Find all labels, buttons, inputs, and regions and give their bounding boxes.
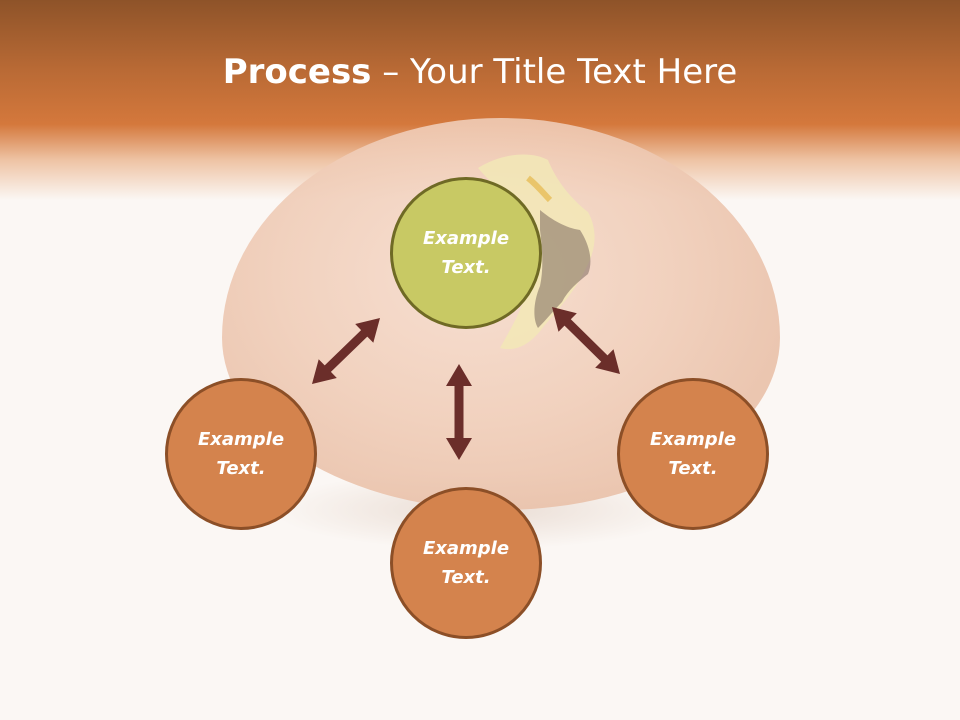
- node-top-label: Example Text.: [422, 228, 510, 278]
- node-right-label: Example Text.: [649, 429, 737, 479]
- arrow-center-vertical: [446, 364, 472, 460]
- arrow-group: [312, 307, 620, 460]
- node-left-label: Example Text.: [197, 429, 285, 479]
- node-right: Example Text.: [617, 378, 769, 530]
- node-top: Example Text.: [390, 177, 542, 329]
- arrow-top-right: [552, 307, 620, 374]
- title-bold: Process: [222, 52, 372, 92]
- slide-title: Process – Your Title Text Here: [0, 52, 960, 92]
- title-rest: – Your Title Text Here: [371, 52, 738, 92]
- node-left: Example Text.: [165, 378, 317, 530]
- node-bottom: Example Text.: [390, 487, 542, 639]
- arrow-top-left: [312, 318, 380, 384]
- node-bottom-label: Example Text.: [422, 538, 510, 588]
